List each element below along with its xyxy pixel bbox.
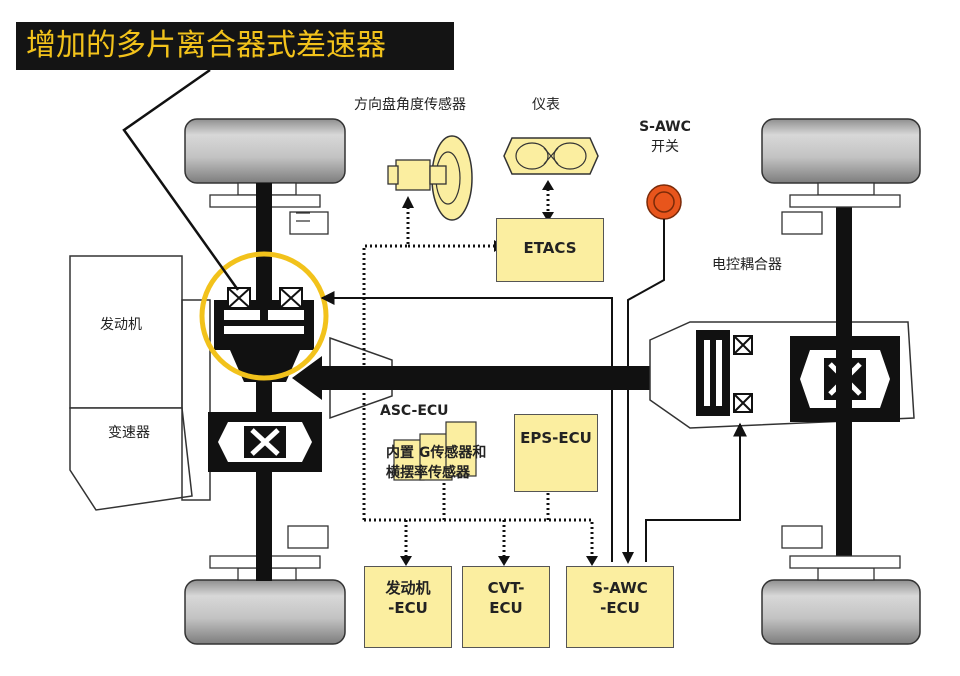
eps-ecu-label: EPS-ECU [520, 429, 592, 447]
sawc-ecu-label-line2: -ECU [600, 599, 640, 617]
cvt-ecu-label-line2: ECU [489, 599, 523, 617]
solid-signal-lines [320, 219, 747, 562]
sawc-ecu-box: S-AWC -ECU [566, 566, 674, 648]
cvt-ecu-box: CVT- ECU [462, 566, 550, 648]
g-sensor-label-line2: 横摆率传感器 [386, 465, 470, 481]
engine-block [69, 255, 193, 511]
etacs-label: ETACS [523, 239, 577, 257]
electronic-coupling [696, 330, 753, 416]
etacs-box: ETACS [496, 218, 604, 282]
sawc-switch-label-line2: 开关 [651, 139, 679, 155]
front-differential [208, 412, 322, 472]
engine-ecu-label-line2: -ECU [388, 599, 428, 617]
rear-hub-top [781, 182, 901, 235]
switch-to-ecu-arrowhead [622, 552, 634, 564]
engine-label: 发动机 [100, 317, 142, 333]
diagram-title: 增加的多片离合器式差速器 [26, 28, 386, 63]
title-banner [16, 22, 454, 70]
cvt-ecu-label-line1: CVT- [487, 579, 525, 597]
front-left-wheel [184, 118, 346, 184]
rear-right-wheel [761, 579, 921, 645]
transmission-label: 变速器 [108, 425, 150, 441]
highlight-ring [199, 251, 329, 381]
rear-left-wheel [761, 118, 921, 184]
front-right-wheel [184, 579, 346, 645]
eps-ecu-box: EPS-ECU [514, 414, 598, 492]
steering-sensor-label: 方向盘角度传感器 [354, 97, 466, 113]
propeller-shaft [292, 352, 796, 404]
dotted-signal-lines [362, 186, 594, 560]
meter-cluster [503, 137, 599, 175]
engine-ecu-box: 发动机 -ECU [364, 566, 452, 648]
rear-drive-shaft [836, 183, 852, 581]
sawc-switch-label-line1: S-AWC [639, 119, 691, 135]
g-sensor-label-line1: 内置 G传感器和 [386, 445, 487, 461]
sawc-ecu-label-line1: S-AWC [592, 579, 648, 597]
steering-angle-sensor [387, 135, 473, 221]
sawc-switch [646, 184, 682, 220]
asc-ecu-label: ASC-ECU [380, 403, 449, 419]
meter-label: 仪表 [532, 97, 560, 113]
title-leader-line [122, 68, 240, 291]
front-hub-top [209, 182, 329, 235]
rear-hub-bottom [781, 525, 901, 581]
engine-ecu-label-line1: 发动机 [385, 579, 431, 597]
g-yaw-sensor [393, 421, 477, 481]
coupling-label: 电控耦合器 [712, 257, 782, 273]
